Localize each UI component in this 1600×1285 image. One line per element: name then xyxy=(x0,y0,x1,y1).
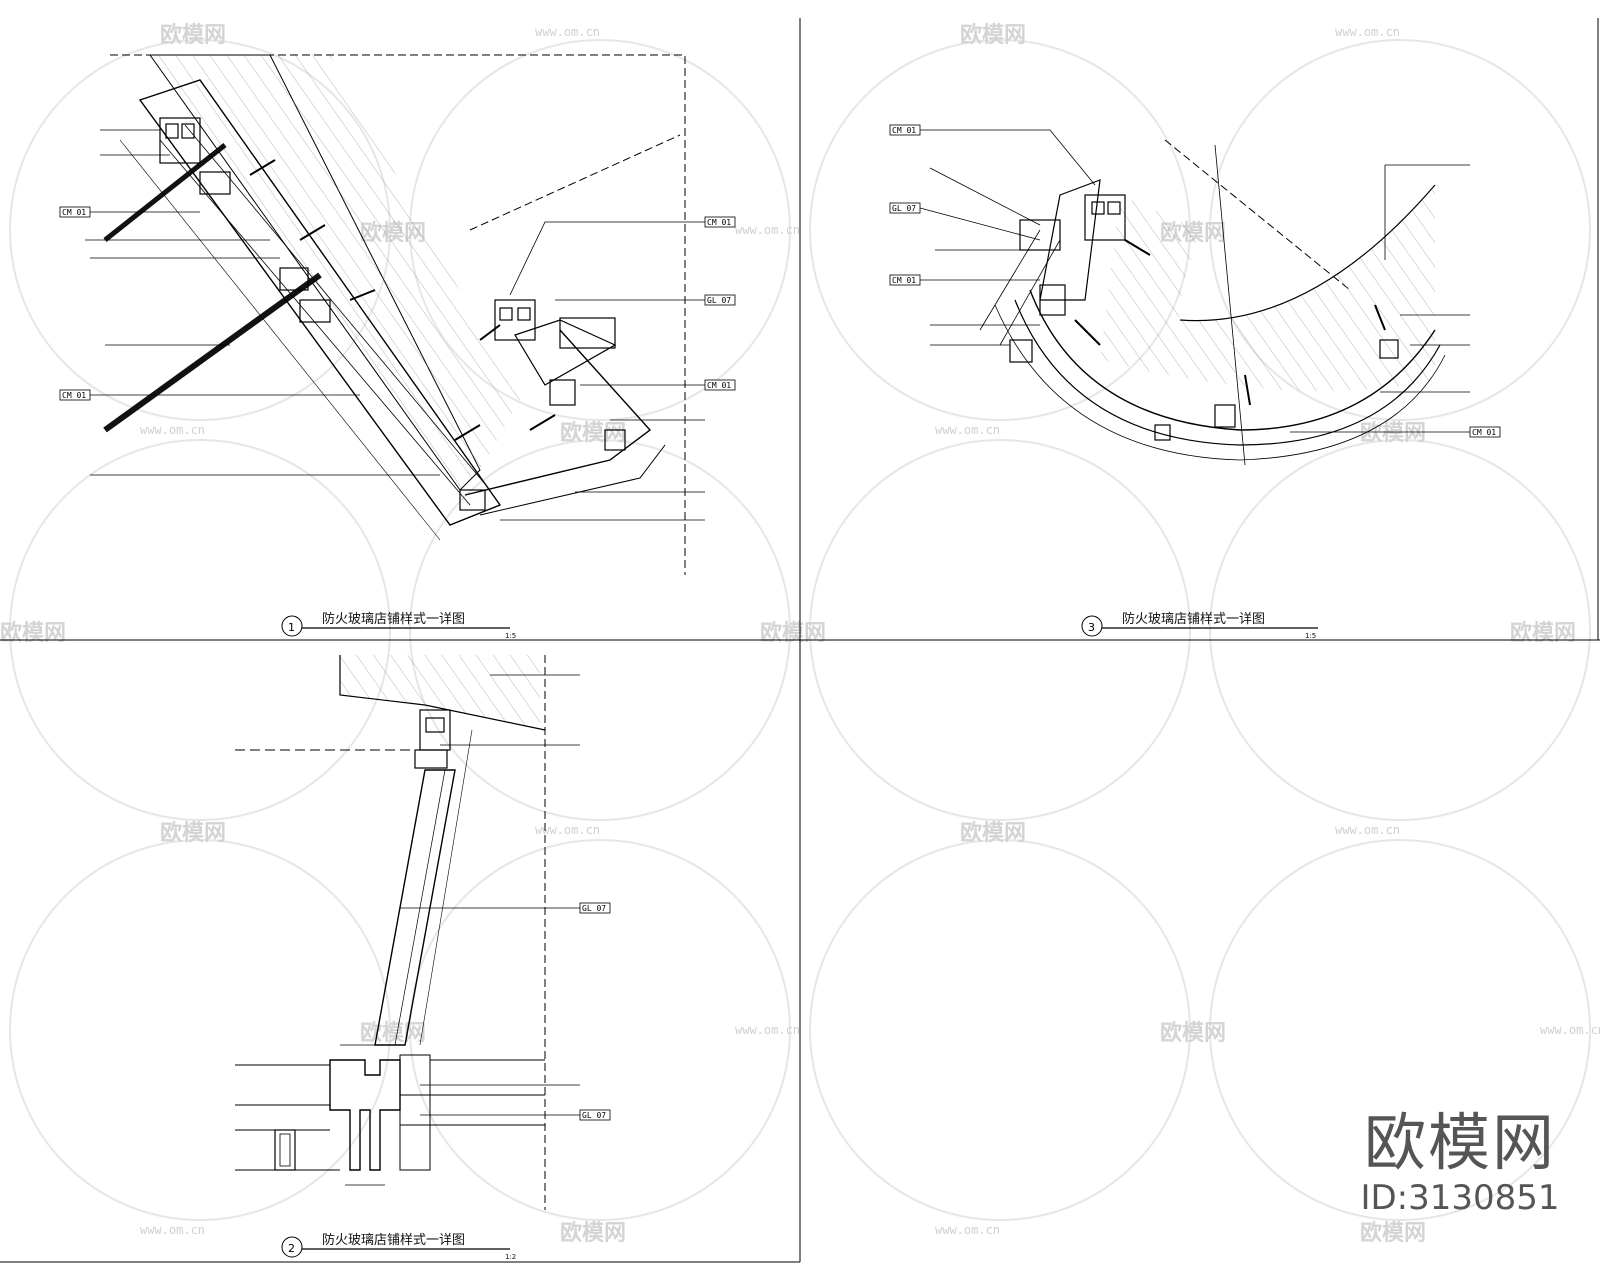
curved-frame xyxy=(994,289,1446,461)
detail-1-title: 1 防火玻璃店铺样式一详图 1:5 xyxy=(281,611,516,640)
detail-scale: 1:5 xyxy=(505,632,516,640)
watermark-url: www.om.cn xyxy=(735,223,800,237)
watermark-text: 欧模网 xyxy=(560,420,626,446)
detail-3-title: 3 防火玻璃店铺样式一详图 1:5 xyxy=(1081,611,1318,640)
watermark-url: www.om.cn xyxy=(1335,823,1400,837)
watermark-url: www.om.cn xyxy=(1335,25,1400,39)
watermark-text: 欧模网 xyxy=(0,620,66,646)
watermark-url: www.om.cn xyxy=(140,423,205,437)
watermark-text: 欧模网 xyxy=(1360,420,1426,446)
detail-scale: 1:2 xyxy=(505,1253,516,1261)
base-profile xyxy=(329,1059,401,1171)
leader-lines xyxy=(919,129,1470,433)
head-profile xyxy=(414,709,451,769)
glass-panel xyxy=(103,143,227,242)
anchor-bolts xyxy=(1074,239,1386,406)
floor-layers xyxy=(235,1059,545,1171)
watermark-circles xyxy=(9,39,1591,1221)
tag-gl07: GL 07 xyxy=(582,1111,606,1120)
watermark-text: 欧模网 xyxy=(560,1220,626,1246)
watermark-url: www.om.cn xyxy=(1540,1023,1600,1037)
material-tags: CM 01 GL 07 CM 01 CM 01 xyxy=(889,124,1501,438)
tag-cm01: CM 01 xyxy=(892,276,916,285)
hatched-floor xyxy=(1100,185,1435,392)
watermark-text: 欧模网 xyxy=(360,1020,426,1046)
detail-3: CM 01 GL 07 CM 01 CM 01 3 防火玻璃店铺样式一详图 1:… xyxy=(889,124,1501,640)
watermark-text: 欧模网 xyxy=(1360,1220,1426,1246)
tag-cm01: CM 01 xyxy=(62,391,86,400)
glass-panel xyxy=(103,272,322,433)
sheet-frame xyxy=(0,18,1600,1263)
detail-2-title: 2 防火玻璃店铺样式一详图 1:2 xyxy=(281,1232,516,1261)
watermark-url: www.om.cn xyxy=(935,423,1000,437)
detail-number: 2 xyxy=(288,1242,295,1255)
detail-title: 防火玻璃店铺样式一详图 xyxy=(322,611,465,627)
watermark-url: www.om.cn xyxy=(935,1223,1000,1237)
detail-number: 1 xyxy=(288,621,295,634)
brand-name: 欧模网 xyxy=(1363,1106,1556,1179)
material-tags: CM 01 CM 01 CM 01 GL 07 CM 01 xyxy=(59,206,736,401)
tag-cm01: CM 01 xyxy=(62,208,86,217)
tag-cm01: CM 01 xyxy=(1472,428,1496,437)
watermark-text: 欧模网 xyxy=(160,820,226,846)
tag-gl07: GL 07 xyxy=(707,296,731,305)
hatched-wall-band xyxy=(270,55,520,470)
detail-title: 防火玻璃店铺样式一详图 xyxy=(322,1232,465,1248)
detail-2: GL 07 GL 07 2 防火玻璃店铺样式一详图 1:2 xyxy=(235,655,611,1261)
detail-title: 防火玻璃店铺样式一详图 xyxy=(1122,611,1265,627)
leader-lines xyxy=(85,129,705,521)
tag-cm01: CM 01 xyxy=(892,126,916,135)
watermarks: 欧模网 www.om.cn 欧模网 www.om.cn 欧模网 www.om.c… xyxy=(0,22,1600,1246)
watermark-url: www.om.cn xyxy=(735,1023,800,1037)
brand-logo: 欧模网 ID:3130851 xyxy=(1345,1106,1575,1219)
detail-scale: 1:5 xyxy=(1305,632,1316,640)
watermark-text: 欧模网 xyxy=(1160,1020,1226,1046)
detail-number: 3 xyxy=(1088,621,1095,634)
anchor-bolts xyxy=(249,159,556,441)
watermark-text: 欧模网 xyxy=(1510,620,1576,646)
tag-cm01: CM 01 xyxy=(707,381,731,390)
diagonal-frame xyxy=(138,79,502,526)
tag-gl07: GL 07 xyxy=(582,904,606,913)
watermark-text: 欧模网 xyxy=(160,22,226,48)
leader-lines xyxy=(400,674,580,1116)
watermark-url: www.om.cn xyxy=(535,823,600,837)
frame-profiles xyxy=(159,117,626,511)
watermark-text: 欧模网 xyxy=(760,620,826,646)
tag-gl07: GL 07 xyxy=(892,204,916,213)
watermark-url: www.om.cn xyxy=(140,1223,205,1237)
watermark-text: 欧模网 xyxy=(960,22,1026,48)
detail-1: CM 01 CM 01 CM 01 GL 07 CM 01 1 防火玻璃店铺样式… xyxy=(59,54,736,640)
model-id: ID:3130851 xyxy=(1360,1178,1560,1218)
watermark-url: www.om.cn xyxy=(535,25,600,39)
material-tags: GL 07 GL 07 xyxy=(579,902,611,1121)
watermark-text: 欧模网 xyxy=(960,820,1026,846)
tag-cm01: CM 01 xyxy=(707,218,731,227)
